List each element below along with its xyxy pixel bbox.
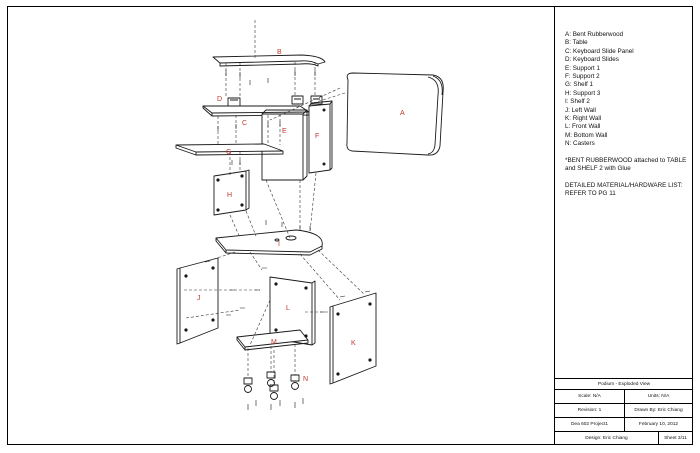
part-entry: L: Front Wall xyxy=(565,123,601,131)
title-block-project: Dea 602 Project1 xyxy=(570,422,609,427)
part-entry: N: Casters xyxy=(565,140,595,148)
label-h: H xyxy=(227,192,232,199)
part-j-left-wall xyxy=(176,257,219,345)
label-m: M xyxy=(271,339,277,346)
label-b: B xyxy=(277,49,282,56)
title-block-drawn-by: Drawn By: Eric Chiang xyxy=(634,408,683,413)
title-block-units: Units: N/A xyxy=(647,394,670,399)
part-entry: G: Shelf 1 xyxy=(565,81,594,89)
label-c: C xyxy=(242,120,247,127)
title-block-scale: Scale: N/A xyxy=(578,394,601,399)
screws xyxy=(184,70,372,410)
part-b-table xyxy=(212,54,326,67)
title-block-design: Design: Eric Chiang xyxy=(585,436,628,441)
part-c-keyboard-slide-panel xyxy=(202,105,310,117)
assembly-lines xyxy=(184,20,366,385)
part-entry: H: Support 3 xyxy=(565,89,601,97)
label-i: I xyxy=(278,241,280,248)
label-a: A xyxy=(400,110,405,117)
label-k: K xyxy=(351,340,356,347)
label-g: G xyxy=(226,149,231,156)
label-j: J xyxy=(197,295,201,302)
glue-note: *BENT RUBBERWOOD attached to TABLE and S… xyxy=(565,156,687,173)
part-n-casters xyxy=(243,371,300,400)
part-entry: M: Bottom Wall xyxy=(565,131,608,139)
parts-legend: A: Bent Rubberwood B: Table C: Keyboard … xyxy=(565,31,690,198)
part-m-bottom-wall xyxy=(236,329,309,351)
title-block-revision: Revision: 1 xyxy=(577,408,602,413)
part-entry: E: Support 1 xyxy=(565,64,601,72)
part-d-keyboard-slides xyxy=(227,95,323,107)
label-l: L xyxy=(286,305,290,312)
part-entry: A: Bent Rubberwood xyxy=(565,31,624,38)
part-entry: K: Right Wall xyxy=(565,115,602,123)
part-entry: B: Table xyxy=(565,39,588,47)
title-block-title: Podium - Exploded View xyxy=(597,381,651,387)
part-entry: D: Keyboard Slides xyxy=(565,56,619,64)
part-e-support-1 xyxy=(261,109,308,181)
part-f-support-2 xyxy=(308,100,333,174)
title-block: Podium - Exploded View Scale: N/A Units:… xyxy=(555,378,693,445)
title-block-sheet: Sheet 3/11 xyxy=(664,436,687,441)
label-n: N xyxy=(303,376,308,383)
drawing-border xyxy=(7,6,693,445)
label-d: D xyxy=(217,96,222,103)
part-entry: J: Left Wall xyxy=(565,106,596,114)
label-e: E xyxy=(282,128,287,135)
material-note: DETAILED MATERIAL/HARDWARE LIST: REFER T… xyxy=(565,181,683,197)
title-block-date: February 10, 2012 xyxy=(638,422,679,427)
label-f: F xyxy=(315,133,319,140)
part-k-right-wall xyxy=(329,292,377,385)
part-i-shelf-2 xyxy=(215,229,323,256)
part-a-bent-rubberwood xyxy=(346,72,444,156)
part-h-support-3 xyxy=(213,169,250,216)
part-entry: F: Support 2 xyxy=(565,73,600,81)
part-entry: I: Shelf 2 xyxy=(565,98,590,106)
sidebar-divider xyxy=(554,6,555,445)
part-g-shelf-1 xyxy=(175,143,284,156)
part-entry: C: Keyboard Slide Panel xyxy=(565,47,634,55)
